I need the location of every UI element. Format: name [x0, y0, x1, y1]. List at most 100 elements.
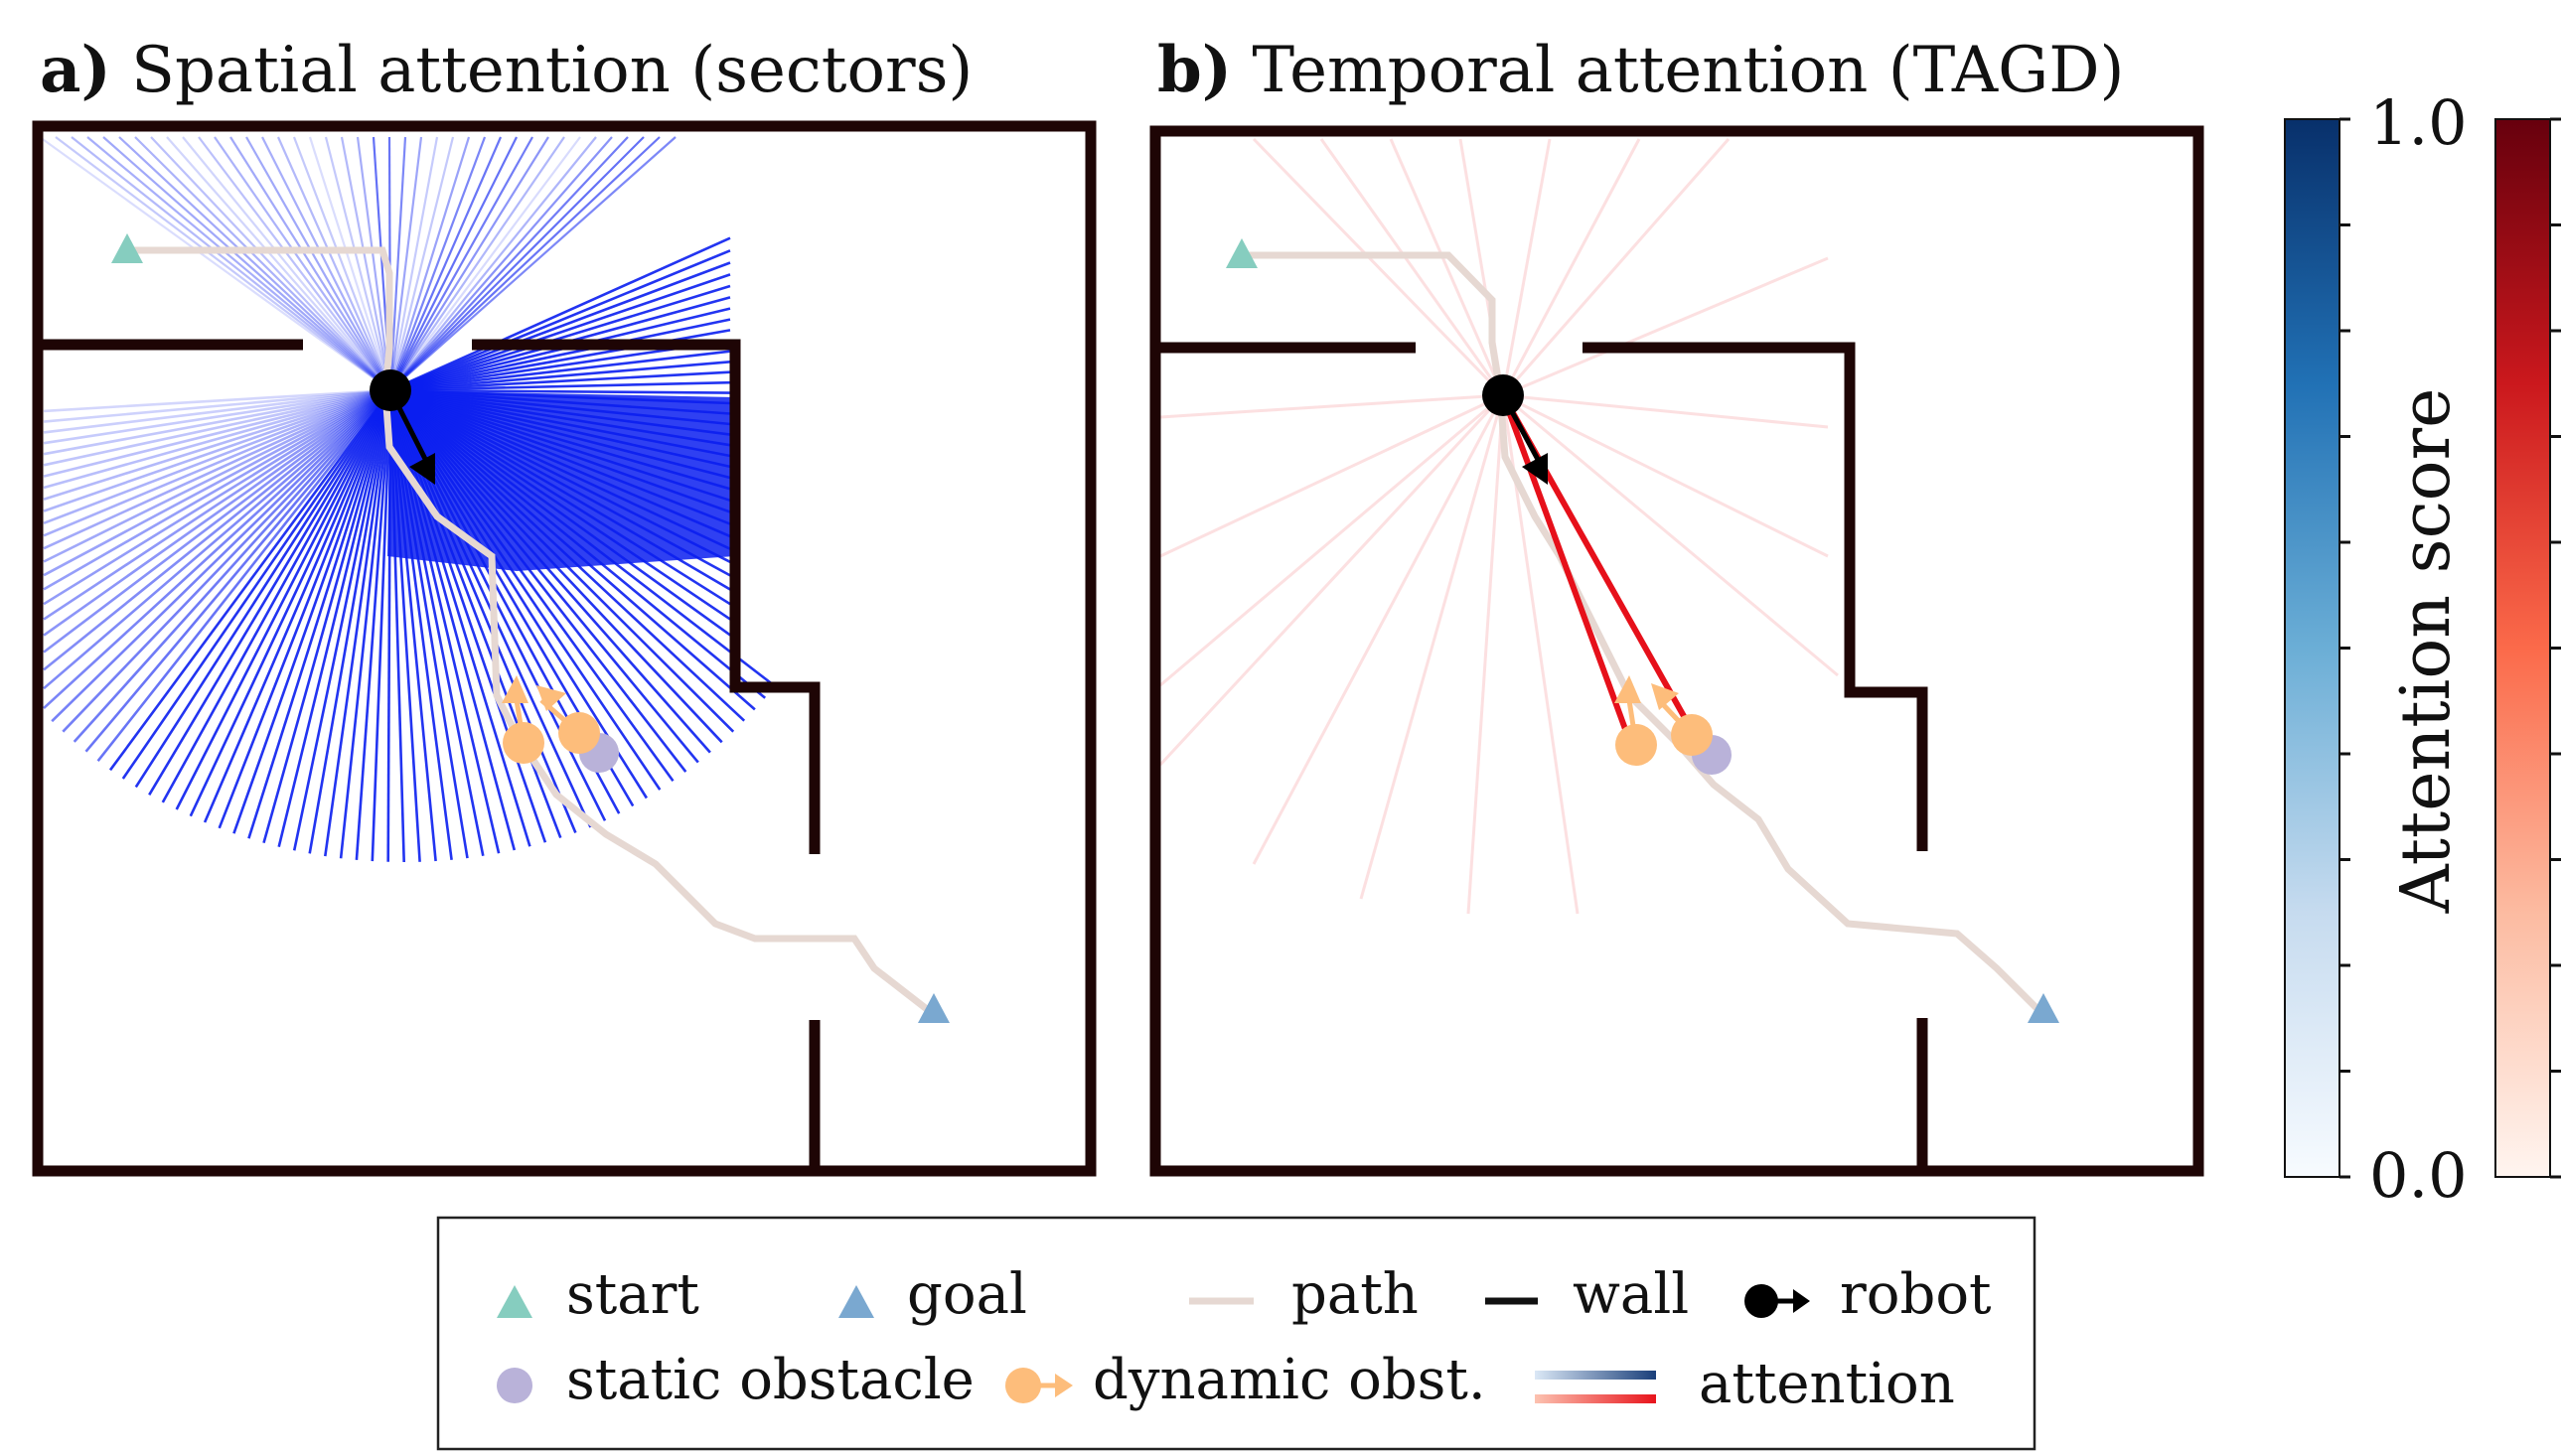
- sector-ray: [161, 389, 392, 803]
- spatial-attention-sector-rays: [39, 136, 776, 863]
- sector-ray: [43, 388, 391, 654]
- sector-ray: [389, 350, 731, 392]
- sector-ray: [340, 136, 392, 391]
- sector-ray: [118, 136, 391, 391]
- colorbar-axis-label: Attention score: [2387, 388, 2466, 915]
- sector-ray: [43, 388, 391, 550]
- sector-ray: [389, 284, 731, 392]
- sector-ray: [389, 136, 581, 391]
- legend-static-obstacle-icon: [497, 1368, 532, 1403]
- sector-ray: [232, 389, 392, 834]
- sector-ray: [43, 388, 391, 591]
- temporal-ray: [1502, 393, 1839, 677]
- legend-robot-label: robot: [1840, 1262, 1992, 1327]
- sector-ray: [277, 389, 392, 848]
- sector-ray: [71, 136, 391, 391]
- sector-ray: [43, 388, 391, 413]
- sector-ray: [150, 136, 391, 391]
- sector-ray: [389, 136, 645, 391]
- sector-ray: [389, 318, 731, 392]
- sector-ray: [389, 370, 731, 392]
- temporal-ray: [1159, 393, 1504, 687]
- sector-ray: [84, 389, 391, 753]
- sector-ray: [389, 388, 731, 394]
- panel-b: b) Temporal attention (TAGD): [1149, 33, 2204, 1177]
- temporal-ray: [1319, 138, 1505, 396]
- temporal-ray: [1501, 138, 1731, 396]
- sector-ray: [43, 388, 391, 621]
- panel-a-walls: [32, 120, 1097, 1177]
- colorbar: 1.0 0.0 Attention score: [2284, 86, 2561, 1212]
- legend-dynamic-obstacle-icon: [1005, 1368, 1073, 1403]
- legend: start goal path wall robot static obstac…: [436, 1216, 2036, 1451]
- panel-a-title: a) Spatial attention (sectors): [40, 33, 973, 107]
- sector-ray: [324, 389, 392, 857]
- sector-ray: [389, 136, 677, 391]
- sector-ray: [43, 388, 391, 606]
- sector-ray: [292, 136, 392, 391]
- legend-goal-label: goal: [907, 1262, 1027, 1327]
- sector-ray: [388, 136, 487, 391]
- sector-core: [387, 390, 735, 571]
- panel-a: a) Spatial attention (sectors): [32, 33, 1097, 1177]
- sector-ray: [371, 389, 392, 862]
- sector-ray: [389, 361, 731, 392]
- sector-ray: [324, 136, 392, 391]
- sector-ray: [108, 389, 392, 772]
- legend-dynamic-obstacle-label: dynamic obst.: [1093, 1348, 1486, 1412]
- sector-ray: [166, 136, 391, 391]
- legend-robot-icon: [1744, 1284, 1810, 1318]
- legend-attention-icon: [1535, 1371, 1656, 1403]
- sector-ray: [198, 136, 391, 391]
- panel-a-letter: a): [40, 33, 111, 107]
- temporal-ray: [1159, 393, 1504, 419]
- sector-ray: [389, 136, 549, 391]
- sector-ray: [388, 136, 423, 391]
- colorbar-red: [2494, 118, 2551, 1178]
- sector-ray: [43, 388, 391, 467]
- legend-attention-label: attention: [1699, 1352, 1955, 1416]
- sector-ray: [73, 389, 391, 743]
- temporal-ray: [1502, 393, 1829, 558]
- sector-ray: [43, 388, 391, 445]
- temporal-ray: [1159, 393, 1504, 558]
- sector-ray: [389, 249, 731, 392]
- sector-ray: [43, 388, 391, 637]
- sector-ray: [43, 388, 391, 577]
- sector-ray: [96, 389, 392, 763]
- sector-ray: [148, 389, 392, 796]
- sector-ray: [388, 136, 439, 391]
- sector-ray: [389, 273, 731, 392]
- sector-ray: [389, 236, 731, 392]
- sector-ray: [388, 136, 471, 391]
- sector-ray: [121, 389, 392, 780]
- temporal-ray: [1466, 394, 1505, 915]
- sector-ray: [308, 389, 392, 854]
- sector-ray: [389, 136, 661, 391]
- sector-ray: [247, 389, 392, 839]
- sector-ray: [388, 136, 407, 391]
- colorbar-blue: [2284, 118, 2340, 1178]
- temporal-attention-rays: [1158, 137, 1839, 915]
- sector-ray: [39, 136, 391, 391]
- sector-ray: [43, 389, 391, 690]
- legend-path-label: path: [1291, 1262, 1419, 1327]
- legend-frame: [436, 1216, 2036, 1451]
- panel-b-walls: [1149, 125, 2204, 1177]
- sector-ray: [389, 136, 597, 391]
- panel-a-robot: [370, 369, 435, 485]
- temporal-ray: [1501, 138, 1552, 396]
- sector-ray: [43, 388, 391, 525]
- sector-ray: [182, 136, 391, 391]
- sector-ray: [389, 380, 731, 392]
- panel-b-goal-marker: [2028, 993, 2059, 1023]
- sector-ray: [102, 136, 391, 391]
- sector-ray: [389, 136, 518, 391]
- temporal-ray: [1158, 393, 1505, 767]
- sector-ray: [389, 261, 731, 392]
- sector-ray: [389, 136, 613, 391]
- sector-ray: [43, 388, 391, 456]
- sector-ray: [43, 388, 391, 671]
- colorbar-min-label: 0.0: [2369, 1139, 2468, 1212]
